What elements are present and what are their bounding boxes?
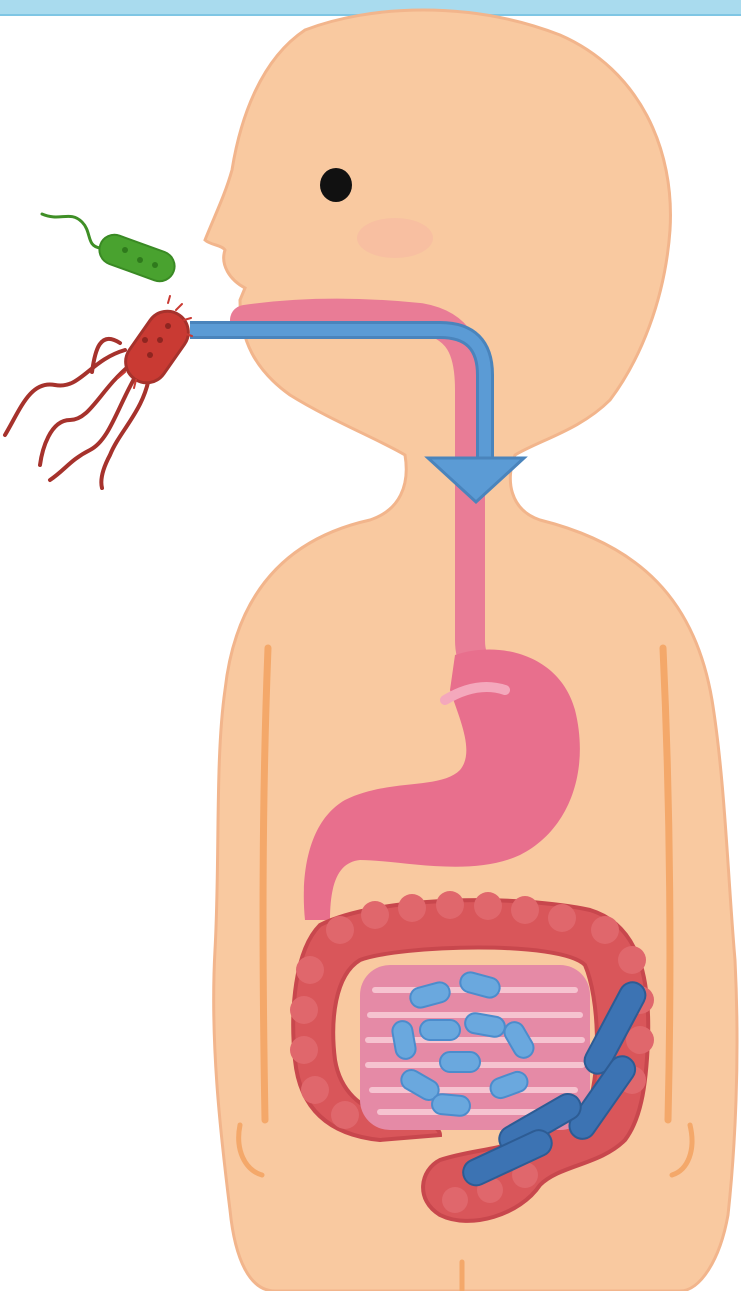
eye-icon bbox=[320, 168, 352, 202]
red-flagellated-bacterium-icon bbox=[5, 296, 197, 488]
green-bacterium-icon bbox=[42, 214, 179, 285]
